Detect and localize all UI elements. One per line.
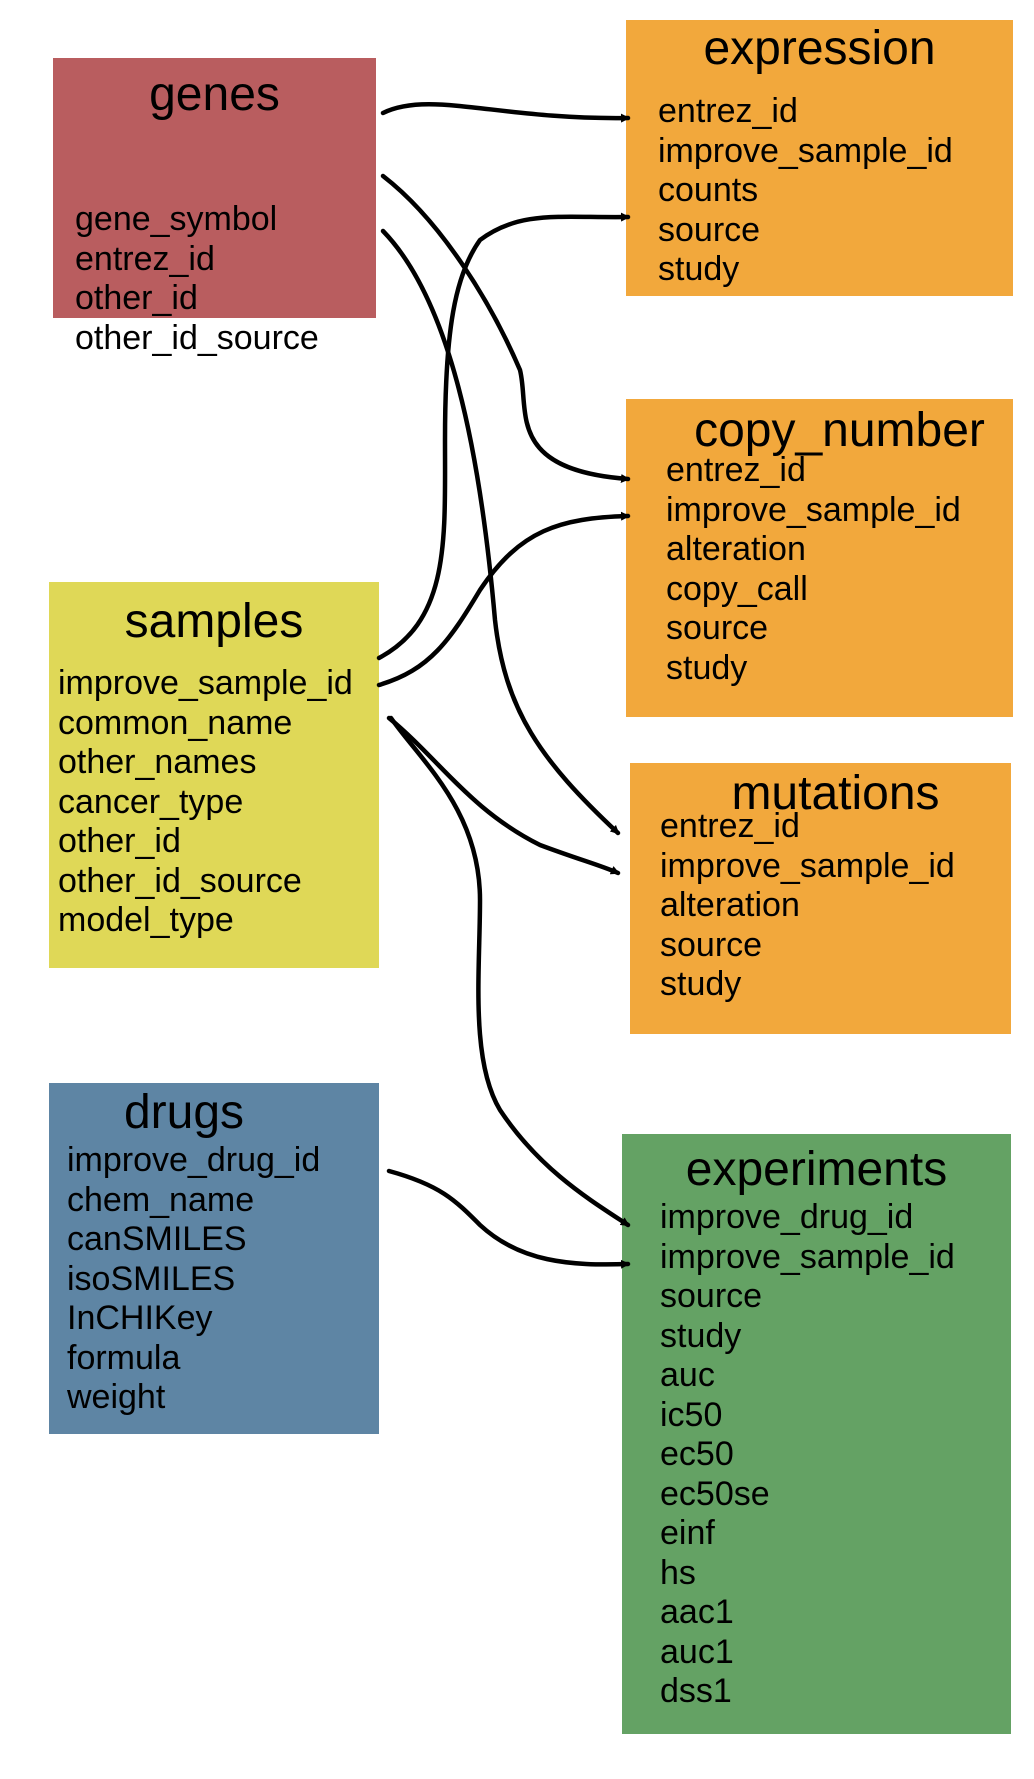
link-genes-to-copy-number [380, 173, 631, 483]
table-experiments: experiments improve_drug_id improve_samp… [622, 1134, 1011, 1734]
link-samples-to-expression [376, 212, 631, 661]
field-alteration: alteration [660, 886, 800, 924]
table-drugs: drugs improve_drug_id chem_name canSMILE… [49, 1083, 379, 1434]
field-gene-symbol: gene_symbol [75, 200, 278, 238]
field-entrez-id: entrez_id [658, 92, 798, 130]
field-study: study [658, 250, 740, 288]
field-other-id-source: other_id_source [75, 318, 319, 357]
field-list-copy-number: entrez_id improve_sample_id alteration c… [666, 451, 961, 688]
table-title-genes: genes [149, 68, 280, 121]
field-list-drugs: improve_drug_id chem_name canSMILES isoS… [67, 1141, 320, 1418]
field-list-mutations: entrez_id improve_sample_id alteration s… [660, 807, 955, 1005]
table-title-expression: expression [703, 22, 936, 75]
field-isosmiles: isoSMILES [67, 1259, 236, 1298]
field-ec50se: ec50se [660, 1474, 770, 1513]
table-title-drugs: drugs [123, 1086, 245, 1139]
field-entrez-id: entrez_id [75, 239, 215, 278]
link-samples-to-mutations [386, 715, 621, 876]
link-drugs-to-experiments [386, 1168, 631, 1269]
field-copy-call: copy_call [666, 569, 808, 608]
field-common-name: common_name [58, 703, 293, 742]
field-einf: einf [660, 1514, 715, 1552]
field-improve-sample-id: improve_sample_id [666, 490, 961, 529]
field-list-experiments: improve_drug_id improve_sample_id source… [660, 1198, 955, 1712]
field-aac1: aac1 [660, 1593, 734, 1631]
field-cansmiles: canSMILES [67, 1220, 247, 1258]
table-mutations: mutations entrez_id improve_sample_id al… [630, 763, 1011, 1034]
field-entrez-id: entrez_id [666, 451, 806, 489]
table-title-experiments: experiments [685, 1143, 948, 1196]
field-improve-sample-id: improve_sample_id [658, 131, 953, 170]
field-dss1: dss1 [660, 1672, 732, 1710]
field-source: source [660, 925, 763, 964]
table-genes: genes gene_symbol entrez_id other_id oth… [53, 58, 376, 357]
table-title-mutations: mutations [731, 767, 940, 820]
field-other-names: other_names [58, 743, 257, 781]
link-samples-to-experiments [388, 715, 631, 1228]
table-samples: samples improve_sample_id common_name ot… [49, 582, 379, 968]
field-other-id-source: other_id_source [58, 861, 302, 900]
field-inchikey: InCHIKey [67, 1299, 213, 1337]
field-list-expression: entrez_id improve_sample_id counts sourc… [658, 92, 953, 290]
field-auc: auc [660, 1356, 715, 1394]
table-title-copy-number: copy_number [694, 404, 985, 457]
link-genes-to-mutations [380, 228, 621, 836]
field-improve-drug-id: improve_drug_id [67, 1141, 321, 1179]
field-improve-sample-id: improve_sample_id [660, 1237, 955, 1276]
field-other-id: other_id [75, 279, 198, 317]
field-chem-name: chem_name [67, 1180, 255, 1219]
field-source: source [658, 210, 761, 249]
field-source: source [666, 609, 769, 647]
field-improve-sample-id: improve_sample_id [58, 664, 353, 702]
field-cancer-type: cancer_type [58, 782, 244, 821]
field-list-genes: gene_symbol entrez_id other_id other_id_… [75, 200, 319, 358]
table-expression: expression entrez_id improve_sample_id c… [626, 20, 1013, 296]
field-hs: hs [660, 1553, 696, 1592]
link-genes-to-expression [380, 102, 631, 123]
field-auc1: auc1 [660, 1632, 734, 1671]
field-weight: weight [67, 1378, 166, 1416]
field-other-id: other_id [58, 822, 181, 860]
field-model-type: model_type [58, 901, 234, 939]
field-ic50: ic50 [660, 1395, 723, 1434]
field-ec50: ec50 [660, 1435, 734, 1473]
table-title-samples: samples [124, 595, 304, 648]
field-study: study [660, 965, 742, 1003]
field-study: study [666, 648, 748, 687]
field-alteration: alteration [666, 530, 806, 568]
field-source: source [660, 1277, 763, 1315]
field-counts: counts [658, 171, 759, 209]
field-improve-sample-id: improve_sample_id [660, 846, 955, 885]
field-entrez-id: entrez_id [660, 807, 800, 845]
field-list-samples: improve_sample_id common_name other_name… [58, 664, 353, 941]
field-formula: formula [67, 1338, 181, 1377]
field-improve-drug-id: improve_drug_id [660, 1198, 914, 1236]
field-study: study [660, 1316, 742, 1355]
link-samples-to-copy-number [376, 511, 631, 688]
table-copy-number: copy_number entrez_id improve_sample_id … [626, 399, 1013, 717]
